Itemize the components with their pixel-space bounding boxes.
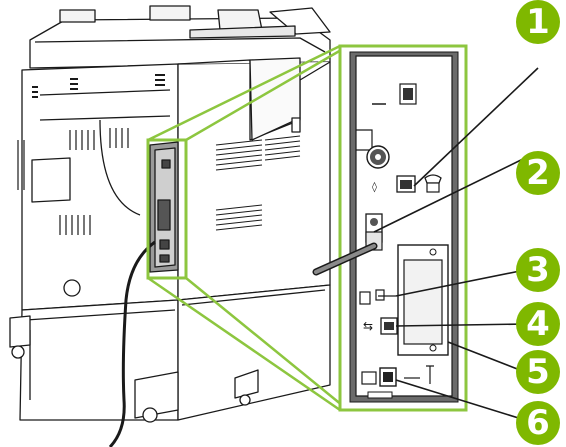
callout-4: 4	[516, 302, 560, 346]
round-din-port	[366, 145, 390, 169]
zoom-highlight-frame	[146, 44, 349, 412]
network-port	[361, 365, 434, 399]
callout-5-number: 5	[526, 352, 550, 392]
callout-4-number: 4	[526, 304, 550, 344]
callout-6: 6	[516, 401, 560, 445]
callout-3: 3	[516, 248, 560, 292]
callout-1: 1	[516, 0, 560, 44]
callout-5: 5	[516, 350, 560, 394]
interface-cable-port	[312, 213, 383, 276]
svg-text:◊: ◊	[372, 181, 377, 193]
foreign-interface-harness-port	[359, 289, 396, 305]
formatter-panel-detail: ◊ ⇆	[312, 44, 468, 412]
callout-2-number: 2	[526, 153, 550, 193]
callout-3-number: 3	[526, 250, 550, 290]
eio-slot	[397, 244, 449, 356]
printer-illustration	[9, 5, 331, 447]
callout-1-number: 1	[526, 2, 550, 42]
callout-2: 2	[516, 151, 560, 195]
leader-lines	[373, 67, 539, 421]
callout-6-number: 6	[526, 403, 550, 443]
fax-port	[396, 174, 442, 193]
svg-text:⇆: ⇆	[363, 319, 373, 333]
